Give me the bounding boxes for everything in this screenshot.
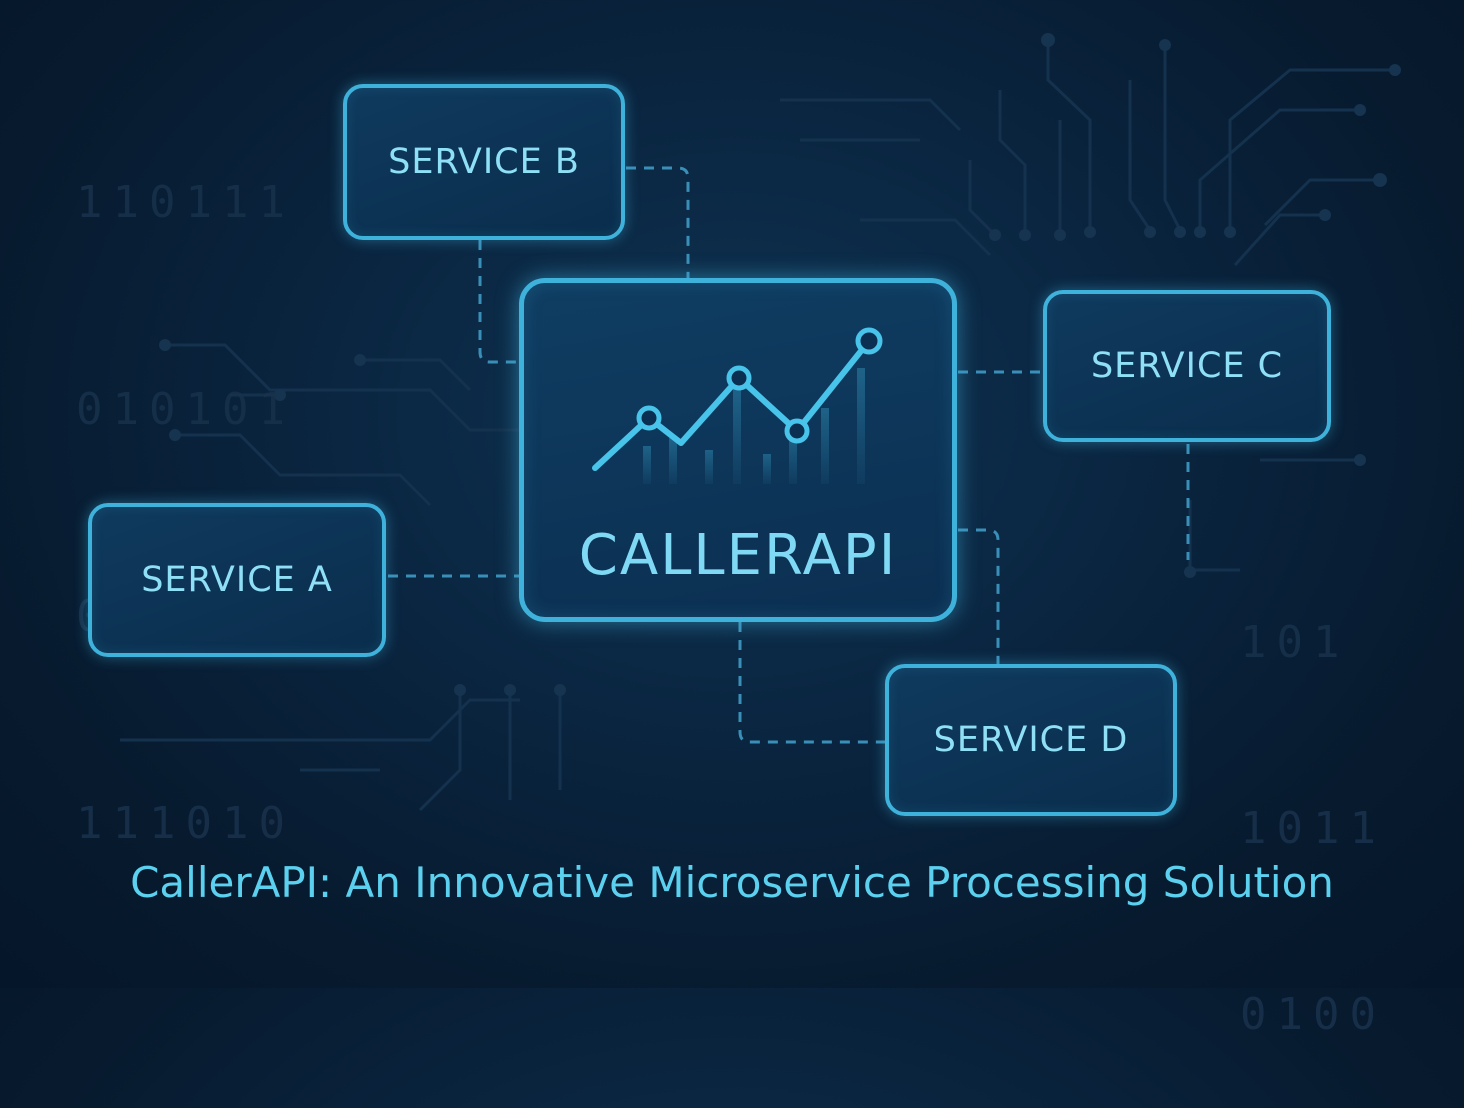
- service-b-label: SERVICE B: [388, 142, 580, 182]
- callerapi-node[interactable]: CALLERAPI: [519, 278, 957, 622]
- binary-row: 111010: [76, 798, 295, 849]
- binary-row: 010101: [76, 384, 295, 435]
- circuit-background: [120, 33, 1401, 812]
- connector-b-left: [478, 240, 522, 364]
- connector-d-left: [738, 622, 886, 744]
- line-chart-icon: [592, 327, 883, 484]
- binary-row: 0100: [1240, 989, 1386, 1040]
- service-c-label: SERVICE C: [1090, 346, 1284, 386]
- service-b-node[interactable]: SERVICE B: [343, 84, 625, 240]
- callerapi-label: CALLERAPI: [578, 523, 898, 588]
- service-a-node[interactable]: SERVICE A: [88, 503, 386, 657]
- connector-lines: [388, 166, 1190, 744]
- binary-row: 110111: [76, 177, 295, 228]
- binary-row: 1011: [1240, 803, 1386, 854]
- connector-d-top: [958, 528, 1000, 664]
- service-d-node[interactable]: SERVICE D: [885, 664, 1177, 816]
- service-a-label: SERVICE A: [141, 560, 333, 600]
- connector-b-top: [626, 166, 690, 278]
- diagram-caption: CallerAPI: An Innovative Microservice Pr…: [130, 858, 1334, 907]
- service-d-label: SERVICE D: [933, 720, 1129, 760]
- binary-row: 101: [1240, 617, 1350, 668]
- service-c-node[interactable]: SERVICE C: [1043, 290, 1331, 442]
